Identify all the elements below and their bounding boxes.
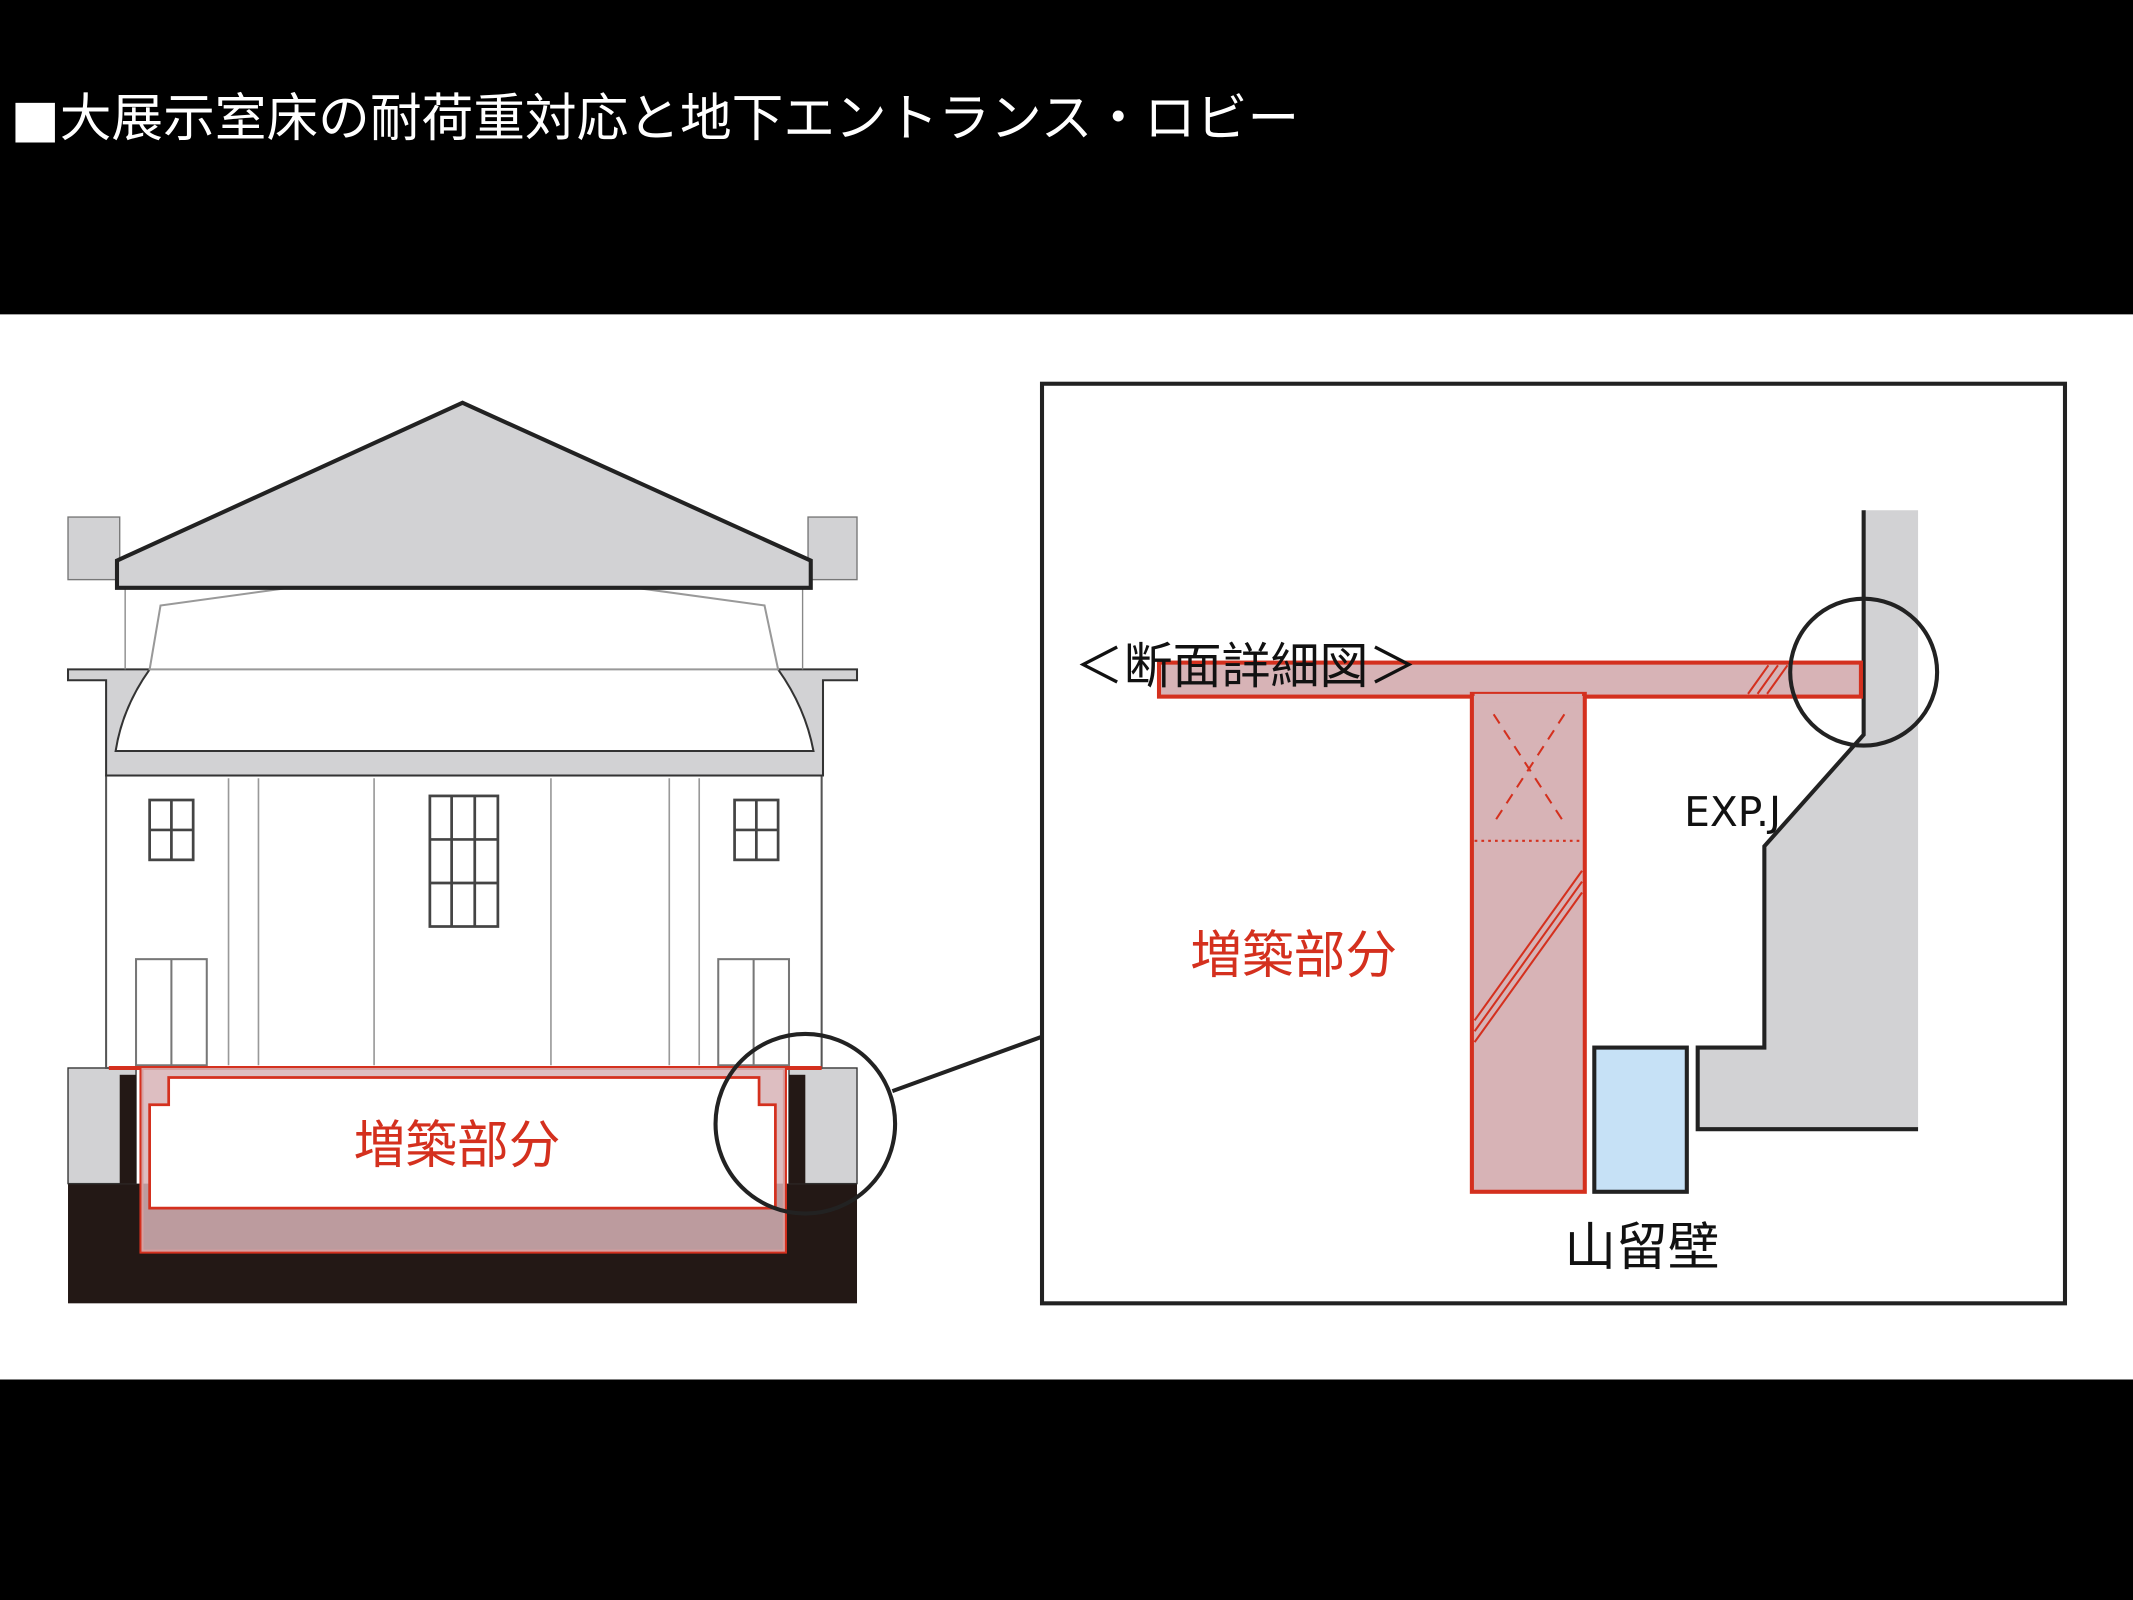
exp-j-label: EXP.J bbox=[1684, 788, 1781, 836]
detail-title: ＜断面詳細図＞ bbox=[1075, 638, 1418, 695]
retaining-wall-label: 山留壁 bbox=[1564, 1218, 1719, 1278]
right-footing bbox=[788, 1074, 806, 1184]
cornice bbox=[66, 668, 859, 777]
slide-title: ■大展示室床の耐荷重対応と地下エントランス・ロビー bbox=[11, 89, 1299, 149]
addition-column bbox=[1469, 691, 1587, 1194]
section-detail-diagram: ＜断面詳細図＞ 増築部分 EXP.J 山留壁 bbox=[1039, 381, 2068, 1306]
slab-column-joint bbox=[1474, 693, 1583, 703]
addition-label-left: 増築部分 bbox=[354, 1116, 561, 1176]
detail-callout-circle bbox=[713, 1031, 898, 1216]
callout-leader-line bbox=[891, 1034, 1043, 1094]
building-section-diagram: 増築部分 bbox=[66, 400, 1043, 1304]
expansion-joint-circle bbox=[1788, 596, 1940, 748]
gable-roof bbox=[114, 400, 813, 590]
balustrades bbox=[67, 516, 858, 581]
beam-cross-lines bbox=[1474, 713, 1583, 842]
left-footing bbox=[119, 1074, 137, 1184]
doors bbox=[135, 958, 791, 1067]
retaining-wall bbox=[1592, 1045, 1689, 1194]
addition-label-detail: 増築部分 bbox=[1190, 926, 1397, 986]
existing-structure bbox=[1697, 510, 1919, 1130]
basement-lobby bbox=[148, 1076, 777, 1210]
existing-structure-outline bbox=[1695, 510, 1919, 1132]
windows bbox=[148, 794, 780, 928]
addition-slab bbox=[1156, 660, 1863, 699]
wall-pilasters bbox=[227, 778, 701, 1066]
hatch-marks bbox=[1473, 664, 1789, 1043]
